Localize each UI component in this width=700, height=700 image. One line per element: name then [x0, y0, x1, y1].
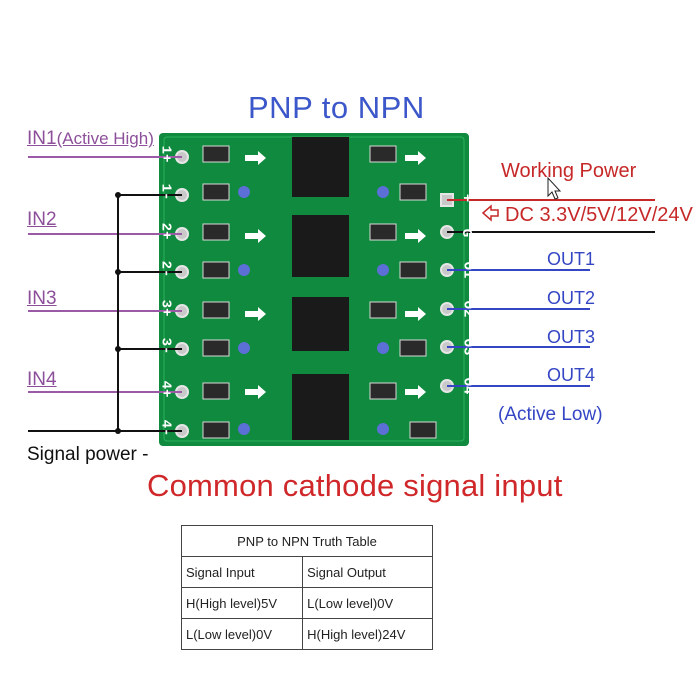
cursor-icon [547, 176, 562, 200]
common-cathode-label: Common cathode signal input [147, 468, 563, 503]
pin-label-1plus: 1+ [157, 145, 174, 163]
pin-label-plus: + [458, 193, 475, 203]
input-label-3: IN3 [27, 288, 57, 309]
board-arrows [245, 151, 426, 399]
pin-label-2minus: 2- [157, 260, 174, 278]
optocoupler-chips [292, 137, 349, 440]
pin-label-o3: O3 [459, 338, 476, 356]
table-row: H(High level)5V L(Low level)0V [180, 587, 433, 619]
table-cell: L(Low level)0V [302, 587, 433, 619]
pin-label-o2: O2 [459, 300, 476, 318]
truth-table-title: PNP to NPN Truth Table [181, 525, 433, 557]
input-label-2: IN2 [27, 209, 57, 230]
pin-label-3plus: 3+ [157, 299, 174, 317]
signal-power-label: Signal power - [27, 444, 149, 465]
pin-label-2plus: 2+ [157, 222, 174, 240]
pcb-board [159, 133, 469, 446]
pin-label-3minus: 3- [157, 337, 174, 355]
truth-table-header-output: Signal Output [302, 556, 433, 588]
table-row: L(Low level)0V H(High level)24V [180, 618, 433, 650]
output-label-4: OUT4 [547, 365, 596, 385]
wire-junctions [115, 192, 121, 434]
output-label-2: OUT2 [547, 288, 596, 308]
output-label-1: OUT1 [547, 249, 596, 269]
pin-label-ground: G [458, 228, 475, 238]
truth-table-header-input: Signal Input [180, 556, 304, 588]
pin-label-4minus: 4- [157, 419, 174, 437]
indicator-leds [238, 186, 389, 435]
power-arrow-icon [481, 204, 499, 222]
active-low-label: (Active Low) [498, 404, 603, 425]
pin-label-o1: O1 [459, 261, 476, 279]
table-cell: L(Low level)0V [180, 618, 304, 650]
smd-components [202, 145, 437, 439]
output-wires [447, 269, 590, 387]
input-label-4: IN4 [27, 369, 57, 390]
input-label-1: IN1(Active High) [27, 128, 154, 149]
truth-table: PNP to NPN Truth Table Signal Input Sign… [180, 525, 433, 650]
table-cell: H(High level)5V [180, 587, 304, 619]
pin-label-o4: O4 [459, 377, 476, 395]
common-wires [28, 194, 182, 432]
output-label-3: OUT3 [547, 327, 596, 347]
input-wires [28, 156, 182, 393]
pin-label-4plus: 4+ [157, 380, 174, 398]
pin-label-1minus: 1- [157, 183, 174, 201]
table-cell: H(High level)24V [302, 618, 433, 650]
diagram-title: PNP to NPN [248, 90, 425, 125]
working-power-label: Working Power [501, 160, 637, 182]
dc-voltage-label: DC 3.3V/5V/12V/24V [505, 204, 693, 226]
